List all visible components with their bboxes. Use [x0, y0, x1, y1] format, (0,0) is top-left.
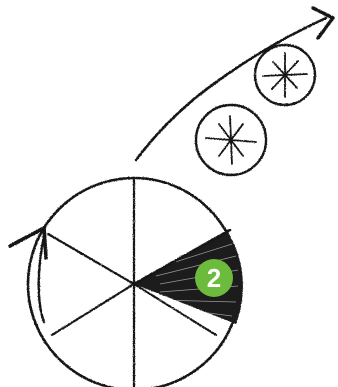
small-wheel-lower-icon — [196, 105, 266, 175]
badge-label: 2 — [207, 263, 221, 293]
upper-arrow-icon — [136, 8, 333, 160]
step-badge: 2 — [195, 259, 233, 297]
small-wheel-upper-icon — [255, 45, 315, 105]
